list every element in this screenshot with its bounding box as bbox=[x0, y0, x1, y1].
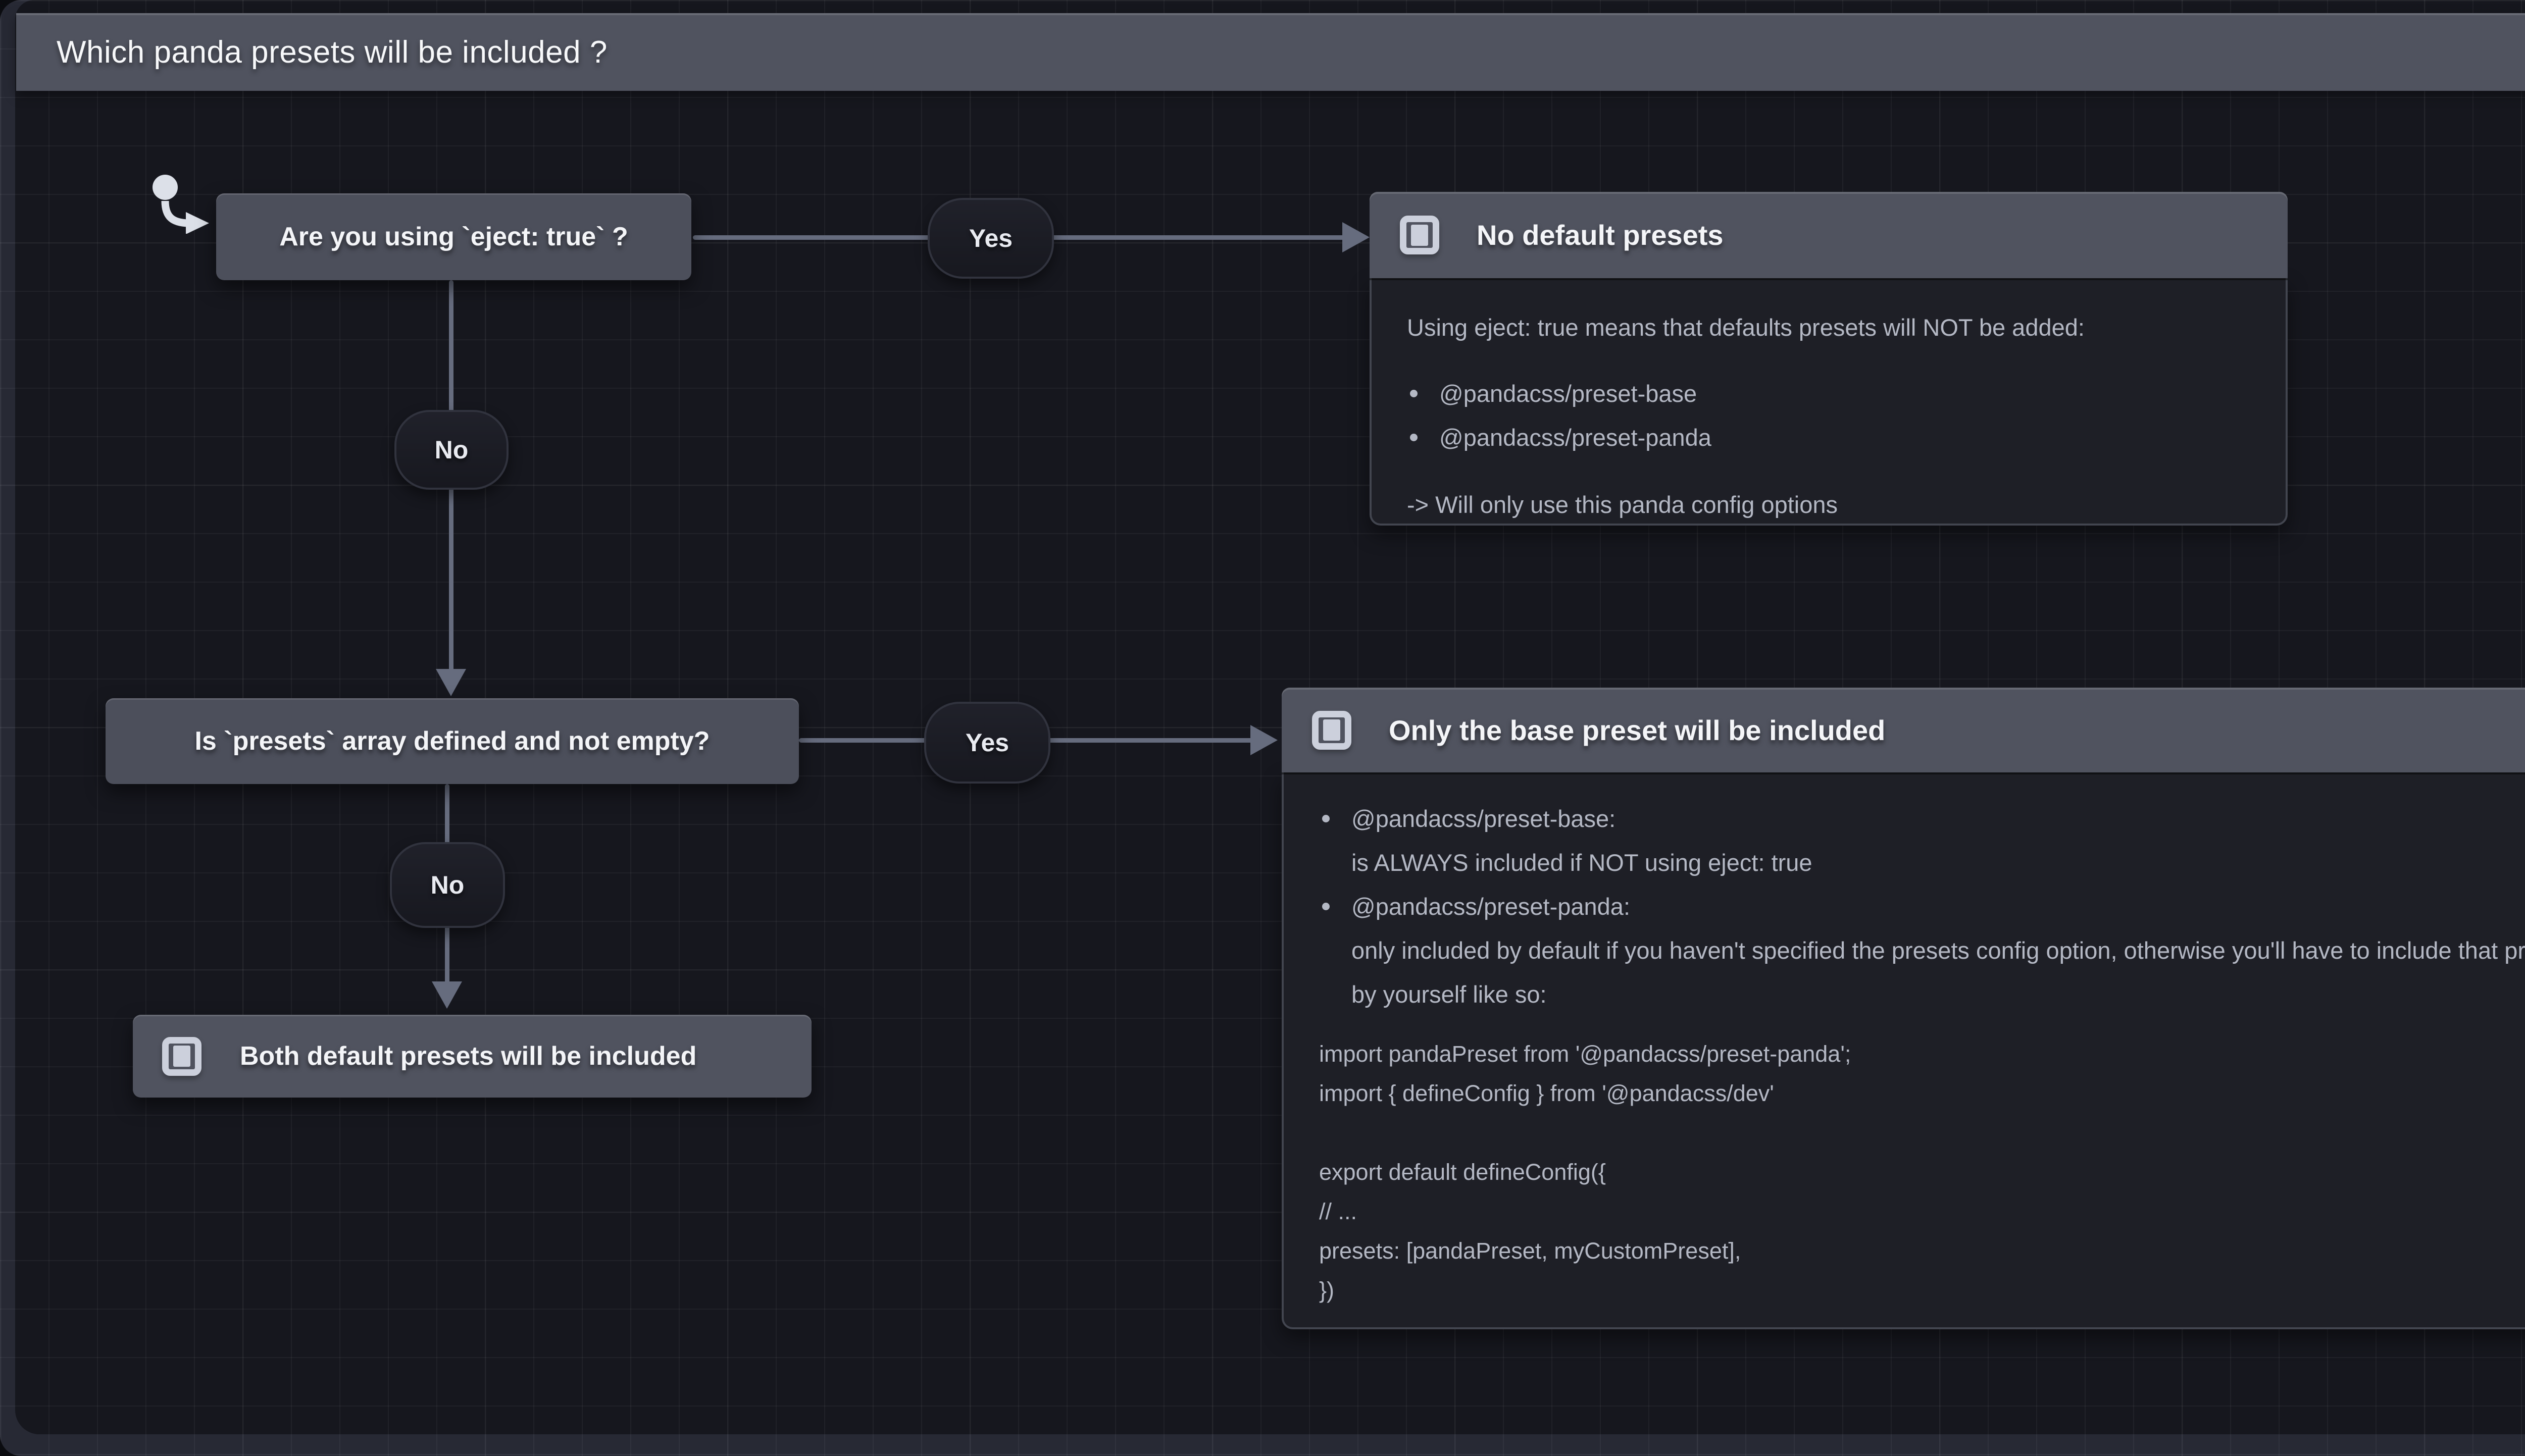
arrowhead-q2-yes bbox=[1250, 725, 1278, 755]
arrowhead-q1-no bbox=[436, 669, 466, 696]
code-line: import pandaPreset from '@pandacss/prese… bbox=[1319, 1041, 1851, 1067]
edge-label-yes-eject: Yes bbox=[928, 198, 1054, 279]
node-no-default-presets: No default presets Using eject: true mea… bbox=[1370, 192, 2288, 526]
preset-description: only included by default if you haven't … bbox=[1351, 937, 2525, 1008]
code-line: presets: [pandaPreset, myCustomPreset], bbox=[1319, 1238, 1741, 1264]
panel-header: No default presets bbox=[1370, 192, 2288, 278]
preset-description: is ALWAYS included if NOT using eject: t… bbox=[1351, 849, 1812, 876]
code-line: export default defineConfig({ bbox=[1319, 1159, 1606, 1185]
panel-body: Using eject: true means that defaults pr… bbox=[1370, 278, 2288, 526]
node-base-preset-only: Only the base preset will be included @p… bbox=[1282, 688, 2525, 1329]
panel-body: @pandacss/preset-base: is ALWAYS include… bbox=[1282, 772, 2525, 1329]
code-line: }) bbox=[1319, 1277, 1335, 1303]
preset-name: @pandacss/preset-base: bbox=[1351, 805, 1616, 832]
edge-label-no-presets: No bbox=[390, 842, 505, 928]
node-question-presets: Is `presets` array defined and not empty… bbox=[106, 698, 799, 784]
bullet-list: @pandacss/preset-base @pandacss/preset-p… bbox=[1407, 372, 2250, 459]
node-question-eject: Are you using `eject: true` ? bbox=[216, 193, 691, 280]
diagram-title-bar: Which panda presets will be included ? bbox=[16, 13, 2525, 91]
panel-title: No default presets bbox=[1477, 219, 1724, 251]
code-line: // ... bbox=[1319, 1199, 1357, 1224]
edge-label-text: Yes bbox=[969, 224, 1013, 252]
diagram-title: Which panda presets will be included ? bbox=[57, 34, 608, 70]
panel-outro-text: -> Will only use this panda config optio… bbox=[1407, 491, 1838, 518]
node-question-eject-label: Are you using `eject: true` ? bbox=[279, 222, 628, 251]
panel-title: Only the base preset will be included bbox=[1389, 714, 1886, 746]
panel-intro-text: Using eject: true means that defaults pr… bbox=[1407, 314, 2085, 341]
arrowhead-q1-yes bbox=[1342, 222, 1370, 252]
list-item: @pandacss/preset-base bbox=[1407, 372, 2250, 415]
list-item: @pandacss/preset-panda bbox=[1407, 415, 2250, 459]
node-question-presets-label: Is `presets` array defined and not empty… bbox=[194, 726, 710, 756]
bullet-list: @pandacss/preset-base: is ALWAYS include… bbox=[1319, 797, 2525, 1016]
edge-label-no-eject: No bbox=[394, 410, 509, 490]
edge-label-text: No bbox=[434, 436, 469, 464]
preset-name: @pandacss/preset-panda: bbox=[1351, 893, 1630, 920]
list-item: @pandacss/preset-base: is ALWAYS include… bbox=[1319, 797, 2525, 885]
edge-label-text: No bbox=[430, 871, 465, 899]
node-both-presets: Both default presets will be included bbox=[133, 1015, 812, 1098]
frame-icon bbox=[162, 1036, 201, 1076]
edge-label-text: Yes bbox=[965, 729, 1009, 757]
code-line bbox=[1319, 1113, 2525, 1153]
frame-icon bbox=[1400, 216, 1439, 254]
cursor-click-icon bbox=[153, 175, 209, 234]
arrowhead-q2-no bbox=[432, 981, 462, 1009]
frame-icon bbox=[1312, 710, 1351, 750]
panel-header: Only the base preset will be included bbox=[1282, 688, 2525, 772]
node-both-presets-label: Both default presets will be included bbox=[240, 1042, 697, 1071]
code-line: import { defineConfig } from '@pandacss/… bbox=[1319, 1080, 1774, 1106]
code-block: import pandaPreset from '@pandacss/prese… bbox=[1319, 1034, 2525, 1310]
list-item: @pandacss/preset-panda: only included by… bbox=[1319, 885, 2525, 1016]
edge-label-yes-presets: Yes bbox=[924, 702, 1050, 784]
